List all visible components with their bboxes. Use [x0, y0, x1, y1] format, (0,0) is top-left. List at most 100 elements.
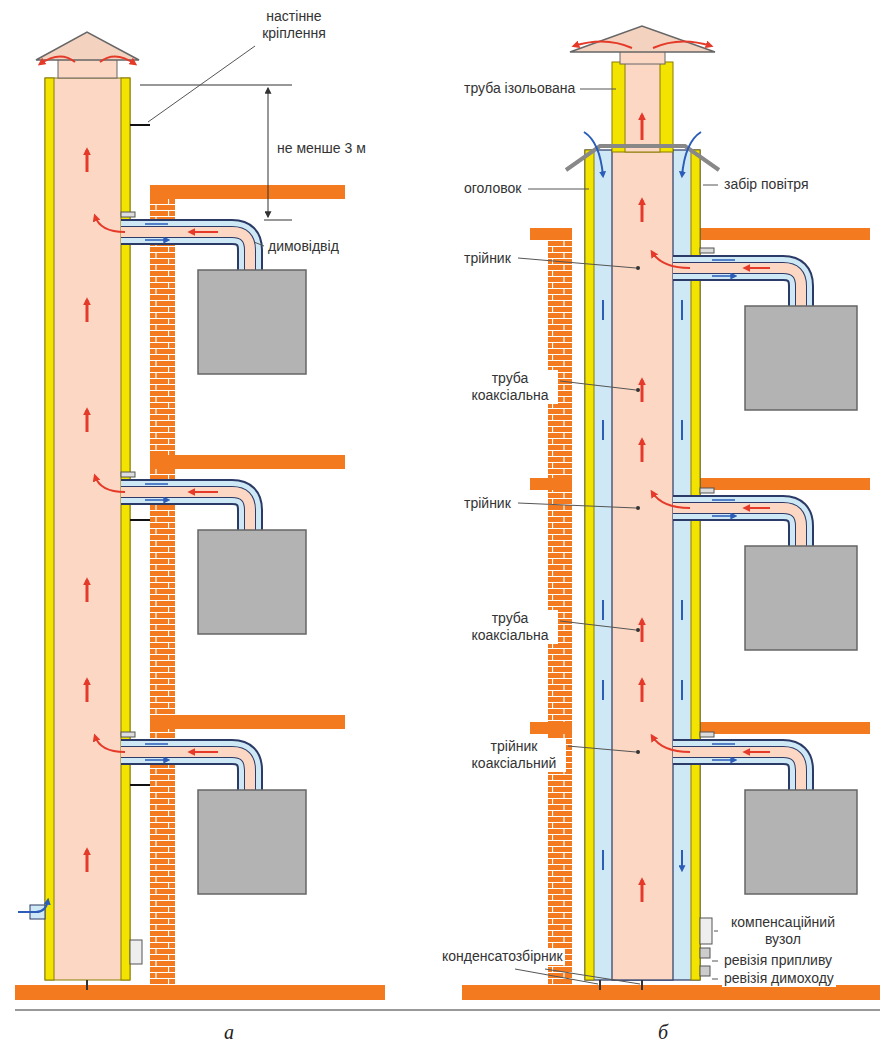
air-arrow	[584, 132, 701, 870]
floor-slab	[150, 715, 345, 729]
leader-line	[148, 46, 718, 984]
callout-label: ревізія припливу	[722, 952, 834, 969]
figure-caption: б	[656, 1020, 670, 1044]
brick-wall	[548, 228, 572, 985]
leader-dot	[636, 266, 640, 270]
leader-dot	[636, 628, 640, 632]
callout-label: ревізія димоходу	[722, 970, 836, 987]
flue-gas-arrow	[641, 200, 644, 222]
leader-line	[714, 931, 718, 932]
leader-line	[703, 185, 718, 186]
separator-line	[15, 1010, 880, 1011]
flue-gas-arrow	[100, 56, 135, 64]
leader-line	[580, 89, 616, 90]
ground-slab	[15, 985, 880, 1000]
floor-slab	[530, 478, 572, 490]
ground-slab	[15, 985, 385, 1000]
air-arrow	[18, 900, 48, 912]
flue-gas-arrow	[641, 440, 644, 462]
coaxial-chimney	[700, 948, 710, 958]
callout-label: труба коаксіальна	[462, 370, 558, 404]
flue-gas-arrow	[86, 580, 89, 602]
leader-dot	[636, 388, 640, 392]
dimension-line	[140, 85, 292, 220]
callout-label: компенсаційний вузол	[722, 914, 844, 948]
callout-label: трійник коаксіальний	[462, 738, 566, 772]
dimension-label: не менше 3 м	[275, 140, 368, 157]
flue-gas-arrow	[641, 880, 644, 902]
flue-gas-arrow	[574, 41, 711, 902]
leader-line	[148, 46, 255, 122]
flue-gas-arrow	[574, 41, 632, 48]
chimney-pipe	[30, 32, 142, 990]
callout-label: трійник	[462, 250, 513, 267]
floor-slab	[700, 478, 870, 490]
leader-line	[560, 381, 636, 390]
flue-gas-arrow	[40, 56, 75, 64]
coaxial-chimney	[566, 146, 719, 170]
flue-gas-arrow	[641, 115, 644, 140]
figure-caption: а	[222, 1020, 236, 1044]
coaxial-chimney	[612, 62, 673, 152]
coaxial-chimney	[625, 62, 660, 152]
leader-line	[568, 746, 636, 752]
chimney-pipe	[58, 58, 117, 78]
air-arrow	[682, 132, 701, 176]
callout-label: конденсатозбірник	[440, 948, 565, 965]
leader-line	[560, 621, 636, 630]
flue-with-boiler	[95, 212, 306, 374]
chimney-pipe	[86, 980, 88, 990]
leader-line	[528, 189, 589, 190]
floor-slab	[700, 228, 870, 240]
leader-dot	[636, 750, 640, 754]
chimney-pipe	[36, 32, 139, 60]
floor-slab	[530, 722, 572, 734]
floor-slab	[150, 185, 345, 199]
flue-gas-arrow	[40, 56, 135, 872]
coaxial-chimney	[612, 150, 673, 980]
callout-label: труба коаксіальна	[462, 610, 558, 644]
flue-with-boiler	[95, 472, 306, 634]
leader-line	[515, 969, 640, 984]
chimney-pipe	[45, 78, 130, 980]
leader-line	[518, 258, 636, 268]
ground-slab	[462, 985, 880, 1000]
flue-with-boiler	[652, 248, 857, 410]
coaxial-chimney	[570, 26, 715, 52]
flue-gas-arrow	[86, 150, 89, 172]
callout-label: настінне кріплення	[240, 8, 348, 42]
coaxial-chimney	[700, 918, 712, 944]
chimney-pipe	[130, 940, 142, 964]
leader-line	[712, 961, 718, 962]
air-arrow	[584, 132, 603, 176]
flue-with-boiler	[95, 732, 306, 894]
flue-with-boiler	[652, 488, 857, 650]
dimension-line	[268, 88, 269, 217]
callout-label: труба ізольована	[462, 80, 577, 97]
floor-slab	[150, 455, 345, 469]
callout-label: трійник	[462, 495, 513, 512]
leader-line	[254, 242, 264, 246]
flue-gas-arrow	[86, 850, 89, 872]
flue-gas-arrow	[653, 41, 711, 48]
callout-label: димовідвід	[266, 238, 341, 255]
flue-gas-arrow	[86, 300, 89, 322]
brick-wall	[150, 199, 175, 985]
leader-dot	[636, 506, 640, 510]
flue-gas-arrow	[641, 620, 644, 642]
flue-gas-arrow	[641, 380, 644, 402]
coaxial-chimney	[700, 966, 710, 976]
flue-gas-arrow	[641, 680, 644, 702]
callout-label: оголовок	[462, 180, 523, 197]
floor-slab	[700, 722, 870, 734]
chimney-pipe	[45, 78, 54, 980]
floor-slab	[530, 228, 572, 240]
leader-line	[518, 503, 636, 508]
flue-gas-arrow	[86, 410, 89, 432]
callout-label: забір повітря	[722, 176, 811, 193]
leader-dot	[636, 266, 640, 754]
coaxial-chimney	[585, 150, 594, 980]
